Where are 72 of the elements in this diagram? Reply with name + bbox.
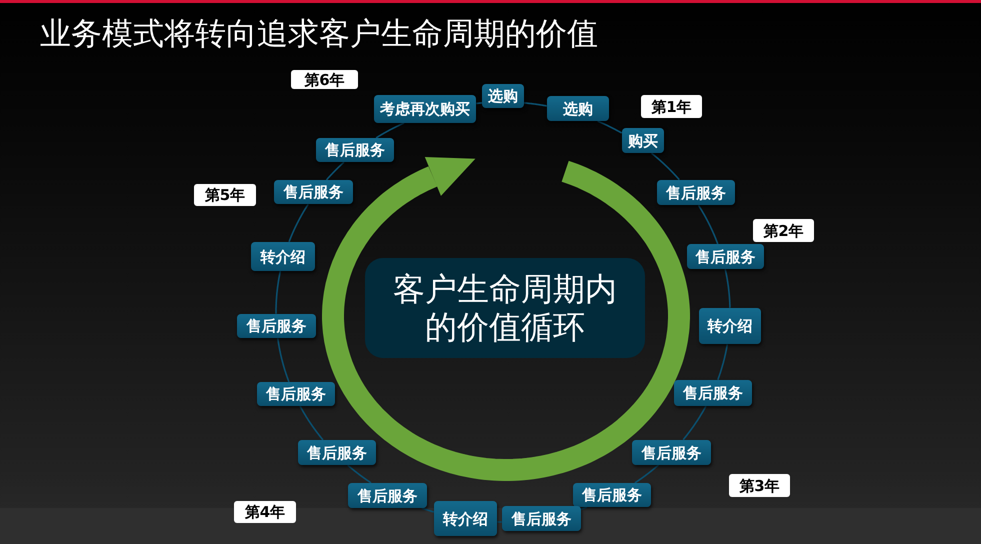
stage-box xyxy=(298,440,376,465)
stage-label: 售后服务 xyxy=(666,184,726,202)
connector-line xyxy=(476,102,482,104)
connector-line xyxy=(326,162,344,180)
connector-line xyxy=(682,406,707,440)
year-label: 第3年 xyxy=(739,476,780,494)
connector-line xyxy=(724,268,731,308)
stage-label: 售后服务 xyxy=(284,183,344,201)
stage-label: 售后服务 xyxy=(246,317,306,335)
stage-label: 售后服务 xyxy=(642,444,702,462)
year-tag xyxy=(291,70,358,89)
connector-line xyxy=(299,406,324,440)
stage-box xyxy=(434,501,497,536)
year-tag xyxy=(641,95,702,118)
stage-box xyxy=(502,506,581,531)
year-label: 第1年 xyxy=(651,98,692,116)
year-label: 第4年 xyxy=(244,503,286,521)
stage-label: 转介绍 xyxy=(443,510,488,528)
connector-line xyxy=(524,102,548,107)
year-tag xyxy=(234,501,296,523)
stage-box xyxy=(573,483,651,507)
connector-line xyxy=(597,120,622,134)
center-panel xyxy=(365,258,645,358)
connector-line xyxy=(717,344,728,380)
stage-box xyxy=(699,308,761,344)
stage-label: 选购 xyxy=(563,100,593,118)
connector-line xyxy=(651,152,680,180)
stage-box xyxy=(374,95,476,123)
connector-line xyxy=(376,122,404,139)
connector-line xyxy=(277,338,290,382)
connector-line xyxy=(496,521,502,523)
connector-line xyxy=(421,507,434,513)
stage-box xyxy=(274,180,353,204)
stage-box xyxy=(237,314,316,338)
connector-line xyxy=(347,464,372,484)
stage-box xyxy=(482,84,524,108)
connector-line xyxy=(634,464,659,484)
connector-line xyxy=(580,506,588,510)
year-tag xyxy=(729,474,790,497)
year-tag xyxy=(194,184,256,206)
stage-label: 售后服务 xyxy=(512,510,572,528)
stage-label: 售后服务 xyxy=(307,444,367,462)
stage-label: 选购 xyxy=(488,87,518,105)
stage-box xyxy=(687,244,764,269)
stage-label: 售后服务 xyxy=(683,384,743,402)
stage-box xyxy=(674,380,752,406)
connector-line xyxy=(288,204,309,242)
stage-box xyxy=(316,138,394,162)
stage-box xyxy=(622,128,664,153)
stage-box xyxy=(632,440,711,465)
year-label: 第2年 xyxy=(763,222,804,240)
connector-line xyxy=(698,204,719,244)
year-tag xyxy=(753,219,814,242)
stage-label: 考虑再次购买 xyxy=(380,100,470,118)
stage-label: 售后服务 xyxy=(696,248,756,266)
stage-box xyxy=(348,483,427,508)
stage-label: 转介绍 xyxy=(708,317,752,335)
stage-label: 售后服务 xyxy=(358,486,418,504)
stage-box xyxy=(657,180,735,205)
connector-line xyxy=(275,270,282,314)
stage-label: 转介绍 xyxy=(260,248,306,266)
year-label: 第6年 xyxy=(304,70,345,88)
stage-label: 购买 xyxy=(628,132,658,150)
stage-label: 售后服务 xyxy=(582,486,642,504)
year-label: 第5年 xyxy=(204,186,246,204)
stage-box xyxy=(251,242,315,271)
title: 业务模式将转向追求客户生命周期的价值 xyxy=(40,15,598,54)
center-title: 客户生命周期内的价值循环 xyxy=(392,270,618,346)
stage-label: 售后服务 xyxy=(325,141,385,159)
stage-box xyxy=(257,382,335,406)
stage-box xyxy=(547,96,609,121)
stage-label: 售后服务 xyxy=(266,385,326,403)
